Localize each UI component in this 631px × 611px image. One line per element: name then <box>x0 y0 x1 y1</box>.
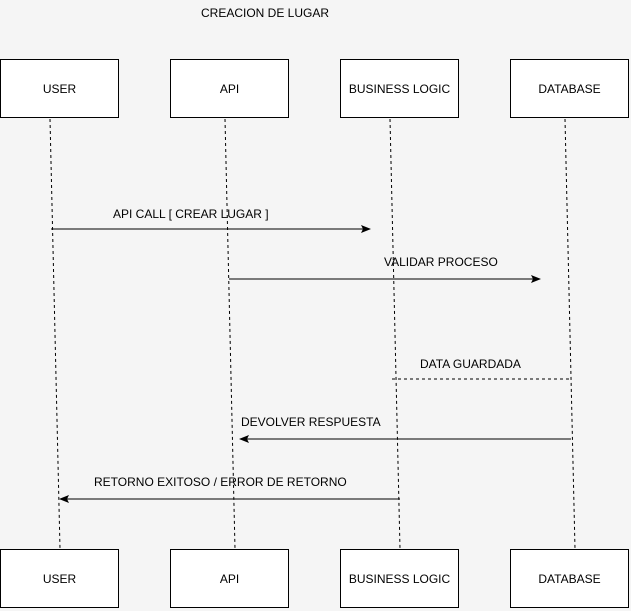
participant-api-bottom: API <box>170 549 289 608</box>
participant-user-bottom: USER <box>0 549 119 608</box>
message-label-devolver-respuesta: DEVOLVER RESPUESTA <box>241 415 381 429</box>
lifeline-user <box>49 118 61 550</box>
message-label-validar-proceso: VALIDAR PROCESO <box>384 255 498 269</box>
participant-api-top: API <box>170 59 289 118</box>
message-label-api-call: API CALL [ CREAR LUGAR ] <box>113 207 269 221</box>
diagram-title: CREACION DE LUGAR <box>200 6 330 20</box>
participant-business-logic-top: BUSINESS LOGIC <box>340 59 459 118</box>
lifeline-business-logic <box>389 118 401 550</box>
participant-user-top: USER <box>0 59 119 118</box>
participant-database-top: DATABASE <box>510 59 629 118</box>
message-label-data-guardada: DATA GUARDADA <box>420 357 521 371</box>
participant-business-logic-bottom: BUSINESS LOGIC <box>340 549 459 608</box>
message-label-retorno: RETORNO EXITOSO / ERROR DE RETORNO <box>94 475 347 489</box>
participant-database-bottom: DATABASE <box>510 549 629 608</box>
lifeline-database <box>564 118 576 550</box>
